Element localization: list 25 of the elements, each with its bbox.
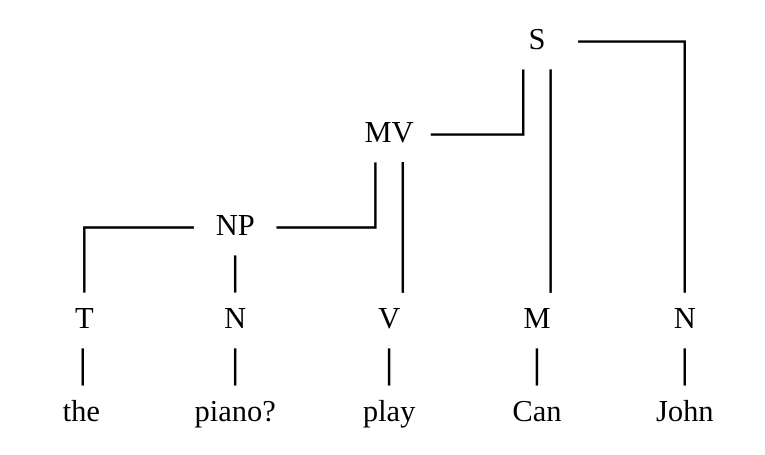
connector [81, 348, 84, 386]
connector [387, 348, 390, 386]
connector [548, 69, 552, 293]
node-text: John [655, 394, 714, 428]
connector [233, 255, 236, 293]
node-text: T [74, 301, 94, 336]
connector [82, 226, 194, 293]
node-text: M [522, 301, 550, 336]
node-text: NP [215, 208, 254, 242]
node-text: S [528, 22, 545, 56]
connector [401, 162, 404, 293]
connector [276, 162, 376, 229]
node-text: the [62, 394, 100, 428]
node-text: N [673, 301, 696, 336]
connector [535, 348, 538, 386]
connector [683, 348, 686, 386]
node-text: piano? [194, 394, 276, 428]
node-text: N [224, 301, 246, 336]
node-text: play [362, 394, 415, 428]
node-text: MV [364, 115, 414, 150]
connector [430, 69, 524, 136]
connector [578, 40, 686, 293]
connector [233, 348, 236, 386]
node-text: Can [512, 394, 561, 428]
node-text: V [378, 301, 400, 336]
